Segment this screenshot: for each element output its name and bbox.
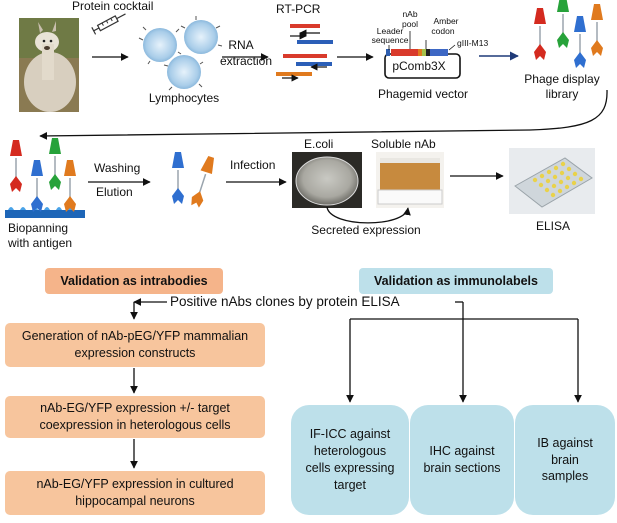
- neuron-line-1: nAb-EG/YFP expression in cultured: [36, 477, 234, 492]
- phage-library: [533, 0, 604, 69]
- phage-display-label-1: Phage display: [524, 72, 600, 86]
- leader-label-1: Leader: [376, 26, 404, 36]
- if-icc-line-3: cells expressing: [305, 461, 395, 475]
- washing-label: Washing: [94, 161, 141, 175]
- tube-rack-photo: [376, 152, 444, 208]
- secreted-expression-label: Secreted expression: [311, 223, 421, 237]
- ib-line-1: IB against: [537, 435, 593, 450]
- if-icc-line-1: IF-ICC against: [309, 427, 391, 442]
- positive-clones-label: Positive nAbs clones by protein ELISA: [170, 294, 400, 309]
- nab-pool-label-1: nAb: [402, 9, 418, 19]
- lymphocytes-label: Lymphocytes: [148, 91, 220, 105]
- phagemid-label: Phagemid vector: [377, 87, 469, 101]
- construct-line-2: expression constructs: [74, 346, 196, 360]
- elisa-label: ELISA: [535, 219, 571, 233]
- extraction-label: extraction: [219, 54, 273, 68]
- elution-label: Elution: [96, 185, 133, 199]
- ecoli-label: E.coli: [304, 137, 334, 151]
- llama-photo: [19, 18, 79, 112]
- phagemid-vector: [384, 31, 461, 79]
- pcomb-label: pComb3X: [392, 59, 446, 73]
- biopanning-label-2: with antigen: [8, 236, 73, 250]
- lymphocyte-icon: [138, 16, 223, 91]
- rt-pcr-label: RT-PCR: [276, 2, 321, 16]
- elisa-plate-photo: [509, 148, 595, 214]
- validation-immunolabels-header: Validation as immunolabels: [359, 268, 553, 294]
- nab-pool-label-2: pool: [401, 19, 419, 29]
- ihc-box: IHC against brain sections: [410, 405, 514, 515]
- neuron-line-2: hippocampal neurons: [75, 494, 195, 508]
- rna-label: RNA: [228, 38, 254, 52]
- ib-line-3: samples: [541, 469, 589, 484]
- heterologous-line-1: nAb-EG/YFP expression +/- target: [40, 401, 230, 416]
- leader-label-2: sequence: [371, 35, 409, 45]
- biopanning-label-1: Biopanning: [8, 221, 69, 235]
- heterologous-line-2: coexpression in heterologous cells: [39, 418, 231, 432]
- ihc-line-1: IHC against: [429, 444, 495, 459]
- neuron-expression-box: nAb-EG/YFP expression in cultured hippoca…: [5, 471, 265, 515]
- ihc-line-2: brain sections: [423, 461, 501, 475]
- heterologous-expression-box: nAb-EG/YFP expression +/- target coexpres…: [5, 396, 265, 438]
- soluble-nab-label: Soluble nAb: [371, 137, 436, 151]
- phage-display-label-2: library: [545, 87, 579, 101]
- if-icc-line-4: target: [334, 477, 366, 492]
- construct-line-1: Generation of nAb-pEG/YFP mammalian: [21, 329, 249, 344]
- validation-intrabodies-header: Validation as intrabodies: [45, 268, 223, 294]
- infection-label: Infection: [230, 158, 276, 172]
- ib-box: IB against brain samples: [515, 405, 615, 515]
- protein-cocktail-label: Protein cocktail: [72, 0, 154, 13]
- syringe-icon: [91, 13, 126, 35]
- construct-generation-box: Generation of nAb-pEG/YFP mammalian expre…: [5, 323, 265, 367]
- amber-label-1: Amber: [433, 16, 459, 26]
- petri-dish-photo: [292, 152, 362, 208]
- ib-line-2: brain: [551, 452, 579, 467]
- if-icc-box: IF-ICC against heterologous cells expressi…: [291, 405, 409, 515]
- if-icc-line-2: heterologous: [313, 444, 387, 459]
- giii-label: gIII-M13: [457, 38, 489, 48]
- amber-label-2: codon: [431, 26, 455, 36]
- biopanning-plate: [5, 137, 85, 218]
- pcr-fragments: [276, 24, 333, 82]
